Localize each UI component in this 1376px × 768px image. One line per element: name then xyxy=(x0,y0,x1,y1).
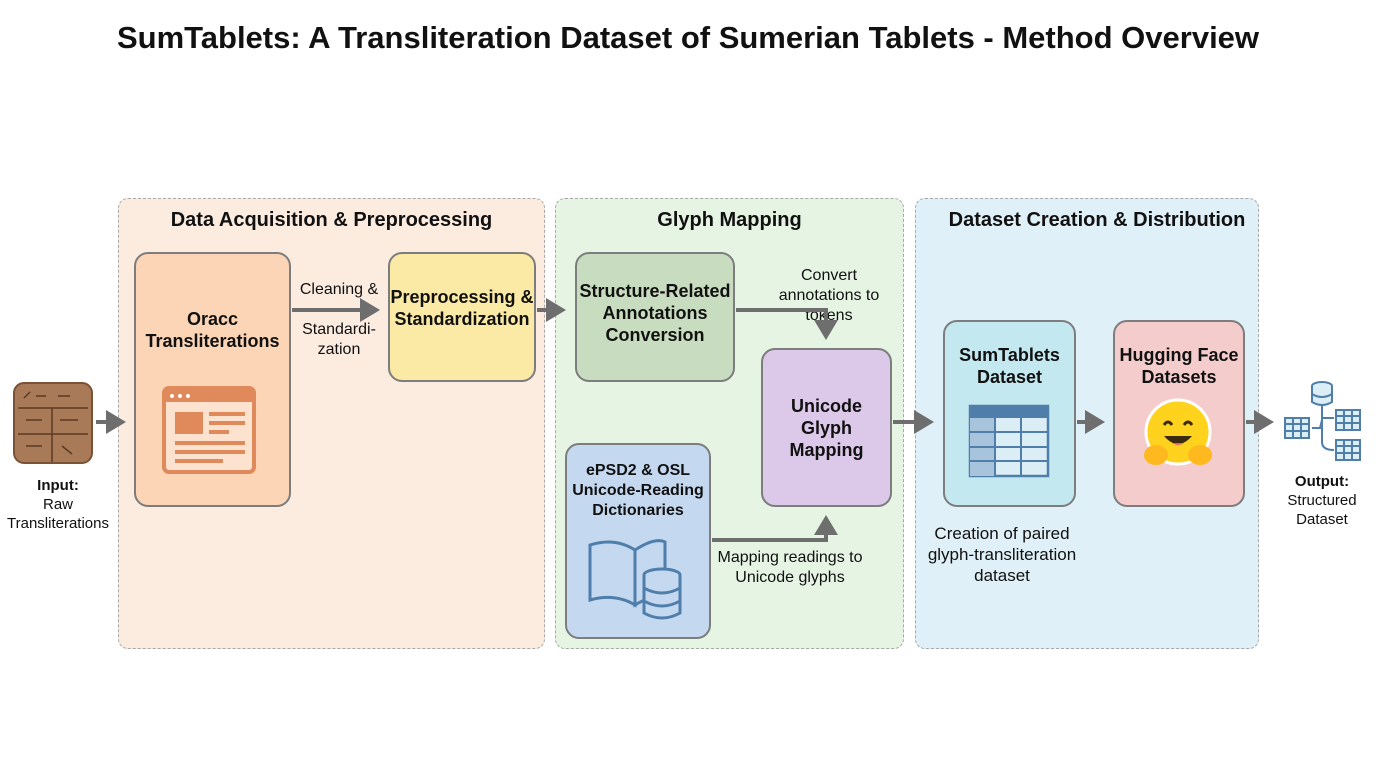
edge-label-standardization: Standardi- zation xyxy=(302,321,376,358)
arrow-structure-unicode xyxy=(736,308,838,340)
book-database-icon xyxy=(588,539,682,620)
epsd-box: ePSD2 & OSL Unicode-Reading Dictionaries xyxy=(565,443,711,639)
clay-tablet-icon xyxy=(13,382,93,464)
edge-label-mapping: Mapping readings to Unicode glyphs xyxy=(717,549,863,586)
structure-box: Structure-Related Annotations Conversion xyxy=(575,252,735,382)
page-title: SumTablets: A Transliteration Dataset of… xyxy=(116,20,1260,55)
panel-title: Dataset Creation & Distribution xyxy=(948,209,1246,231)
box-label: Structure-Related Annotations Conversion xyxy=(579,281,731,345)
box-label: SumTablets Dataset xyxy=(959,345,1060,387)
edge-label-cleaning: Cleaning & xyxy=(299,281,379,298)
unicode-box: Unicode Glyph Mapping xyxy=(761,348,892,507)
box-label: Oracc Transliterations xyxy=(145,309,280,351)
input-heading: Input: xyxy=(37,477,79,494)
input-label: Input: Raw Transliterations xyxy=(0,476,116,533)
browser-window-icon xyxy=(162,386,256,474)
panel-title: Data Acquisition & Preprocessing xyxy=(170,209,493,231)
arrow-epsd-unicode xyxy=(712,515,838,542)
table-icon xyxy=(968,404,1050,478)
panel-title: Glyph Mapping xyxy=(657,209,802,231)
huggingface-box: Hugging Face Datasets xyxy=(1113,320,1245,507)
box-label: Unicode Glyph Mapping xyxy=(789,396,864,460)
edge-label-creation: Creation of paired glyph-transliteration… xyxy=(927,524,1077,585)
output-label: Output: Structured Dataset xyxy=(1278,472,1366,529)
structured-dataset-icon xyxy=(1284,381,1361,461)
hugging-face-emoji-icon xyxy=(1144,398,1212,466)
input-text: Raw Transliterations xyxy=(7,496,109,532)
output-heading: Output: xyxy=(1294,473,1350,490)
box-label: Hugging Face Datasets xyxy=(1119,345,1239,387)
box-label: Preprocessing & Standardization xyxy=(390,287,534,329)
edge-label-convert: Convert annotations to tokens xyxy=(778,267,880,324)
box-label: ePSD2 & OSL Unicode-Reading Dictionaries xyxy=(572,462,704,519)
output-text: Structured Dataset xyxy=(1287,492,1357,528)
preprocessing-box: Preprocessing & Standardization xyxy=(388,252,536,382)
